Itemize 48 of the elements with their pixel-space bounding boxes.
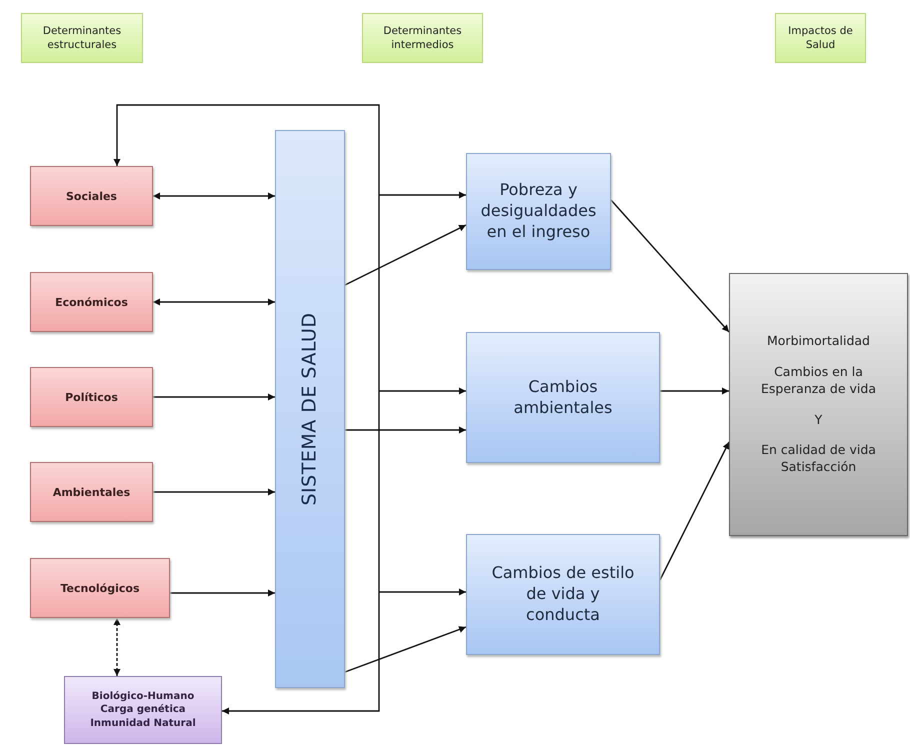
column-heading-box — [775, 13, 866, 63]
health-system-bar — [275, 130, 345, 688]
box-text: Pobreza y desigualdades en el ingreso — [480, 180, 598, 243]
determinant-box — [30, 272, 153, 332]
intermediate-box — [466, 534, 660, 655]
determinant-box — [30, 166, 153, 226]
box-text: Cambios en la Esperanza de vida — [760, 364, 877, 398]
arrow — [659, 442, 730, 580]
arrow — [170, 590, 275, 596]
box-text: En calidad de vida Satisfacción — [760, 442, 877, 476]
arrow — [114, 104, 380, 400]
box-text: Impactos de Salud — [787, 24, 854, 52]
arrow — [660, 388, 729, 394]
box-text: Sociales — [66, 190, 117, 202]
determinant-box — [64, 676, 222, 744]
box-text: Y — [814, 412, 822, 428]
vertical-label: SISTEMA DE SALUD — [299, 312, 321, 506]
arrow — [379, 588, 466, 596]
determinant-box — [30, 367, 153, 427]
box-text: Políticos — [65, 390, 118, 404]
arrow — [153, 298, 275, 306]
arrow — [153, 192, 275, 200]
box-text: Cambios ambientales — [512, 376, 614, 418]
arrow — [344, 626, 466, 673]
column-heading-box — [21, 13, 143, 63]
column-heading-box — [362, 13, 483, 63]
outcome-box — [729, 273, 908, 536]
arrow — [379, 192, 466, 198]
box-text: Determinantes intermedios — [382, 24, 463, 52]
arrow — [610, 200, 730, 332]
box-text: Tecnológicos — [60, 582, 140, 594]
box-text: Cambios de estilo de vida y conducta — [490, 563, 636, 626]
box-text: Ambientales — [52, 486, 130, 498]
box-text: Morbimortalidad — [767, 332, 870, 350]
arrow — [379, 388, 466, 394]
arrow — [114, 618, 120, 676]
intermediate-box — [466, 332, 660, 463]
box-text: Económicos — [55, 296, 128, 308]
arrow — [345, 426, 466, 434]
determinant-box — [30, 462, 153, 522]
intermediate-box — [466, 153, 611, 270]
box-text: Determinantes estructurales — [42, 24, 122, 52]
arrow — [153, 394, 275, 400]
box-text: Biológico-Humano Carga genética Inmunidad Natural — [89, 690, 197, 730]
arrow — [344, 224, 466, 286]
determinant-box — [30, 558, 170, 618]
arrow — [222, 400, 380, 714]
arrow — [153, 488, 275, 496]
